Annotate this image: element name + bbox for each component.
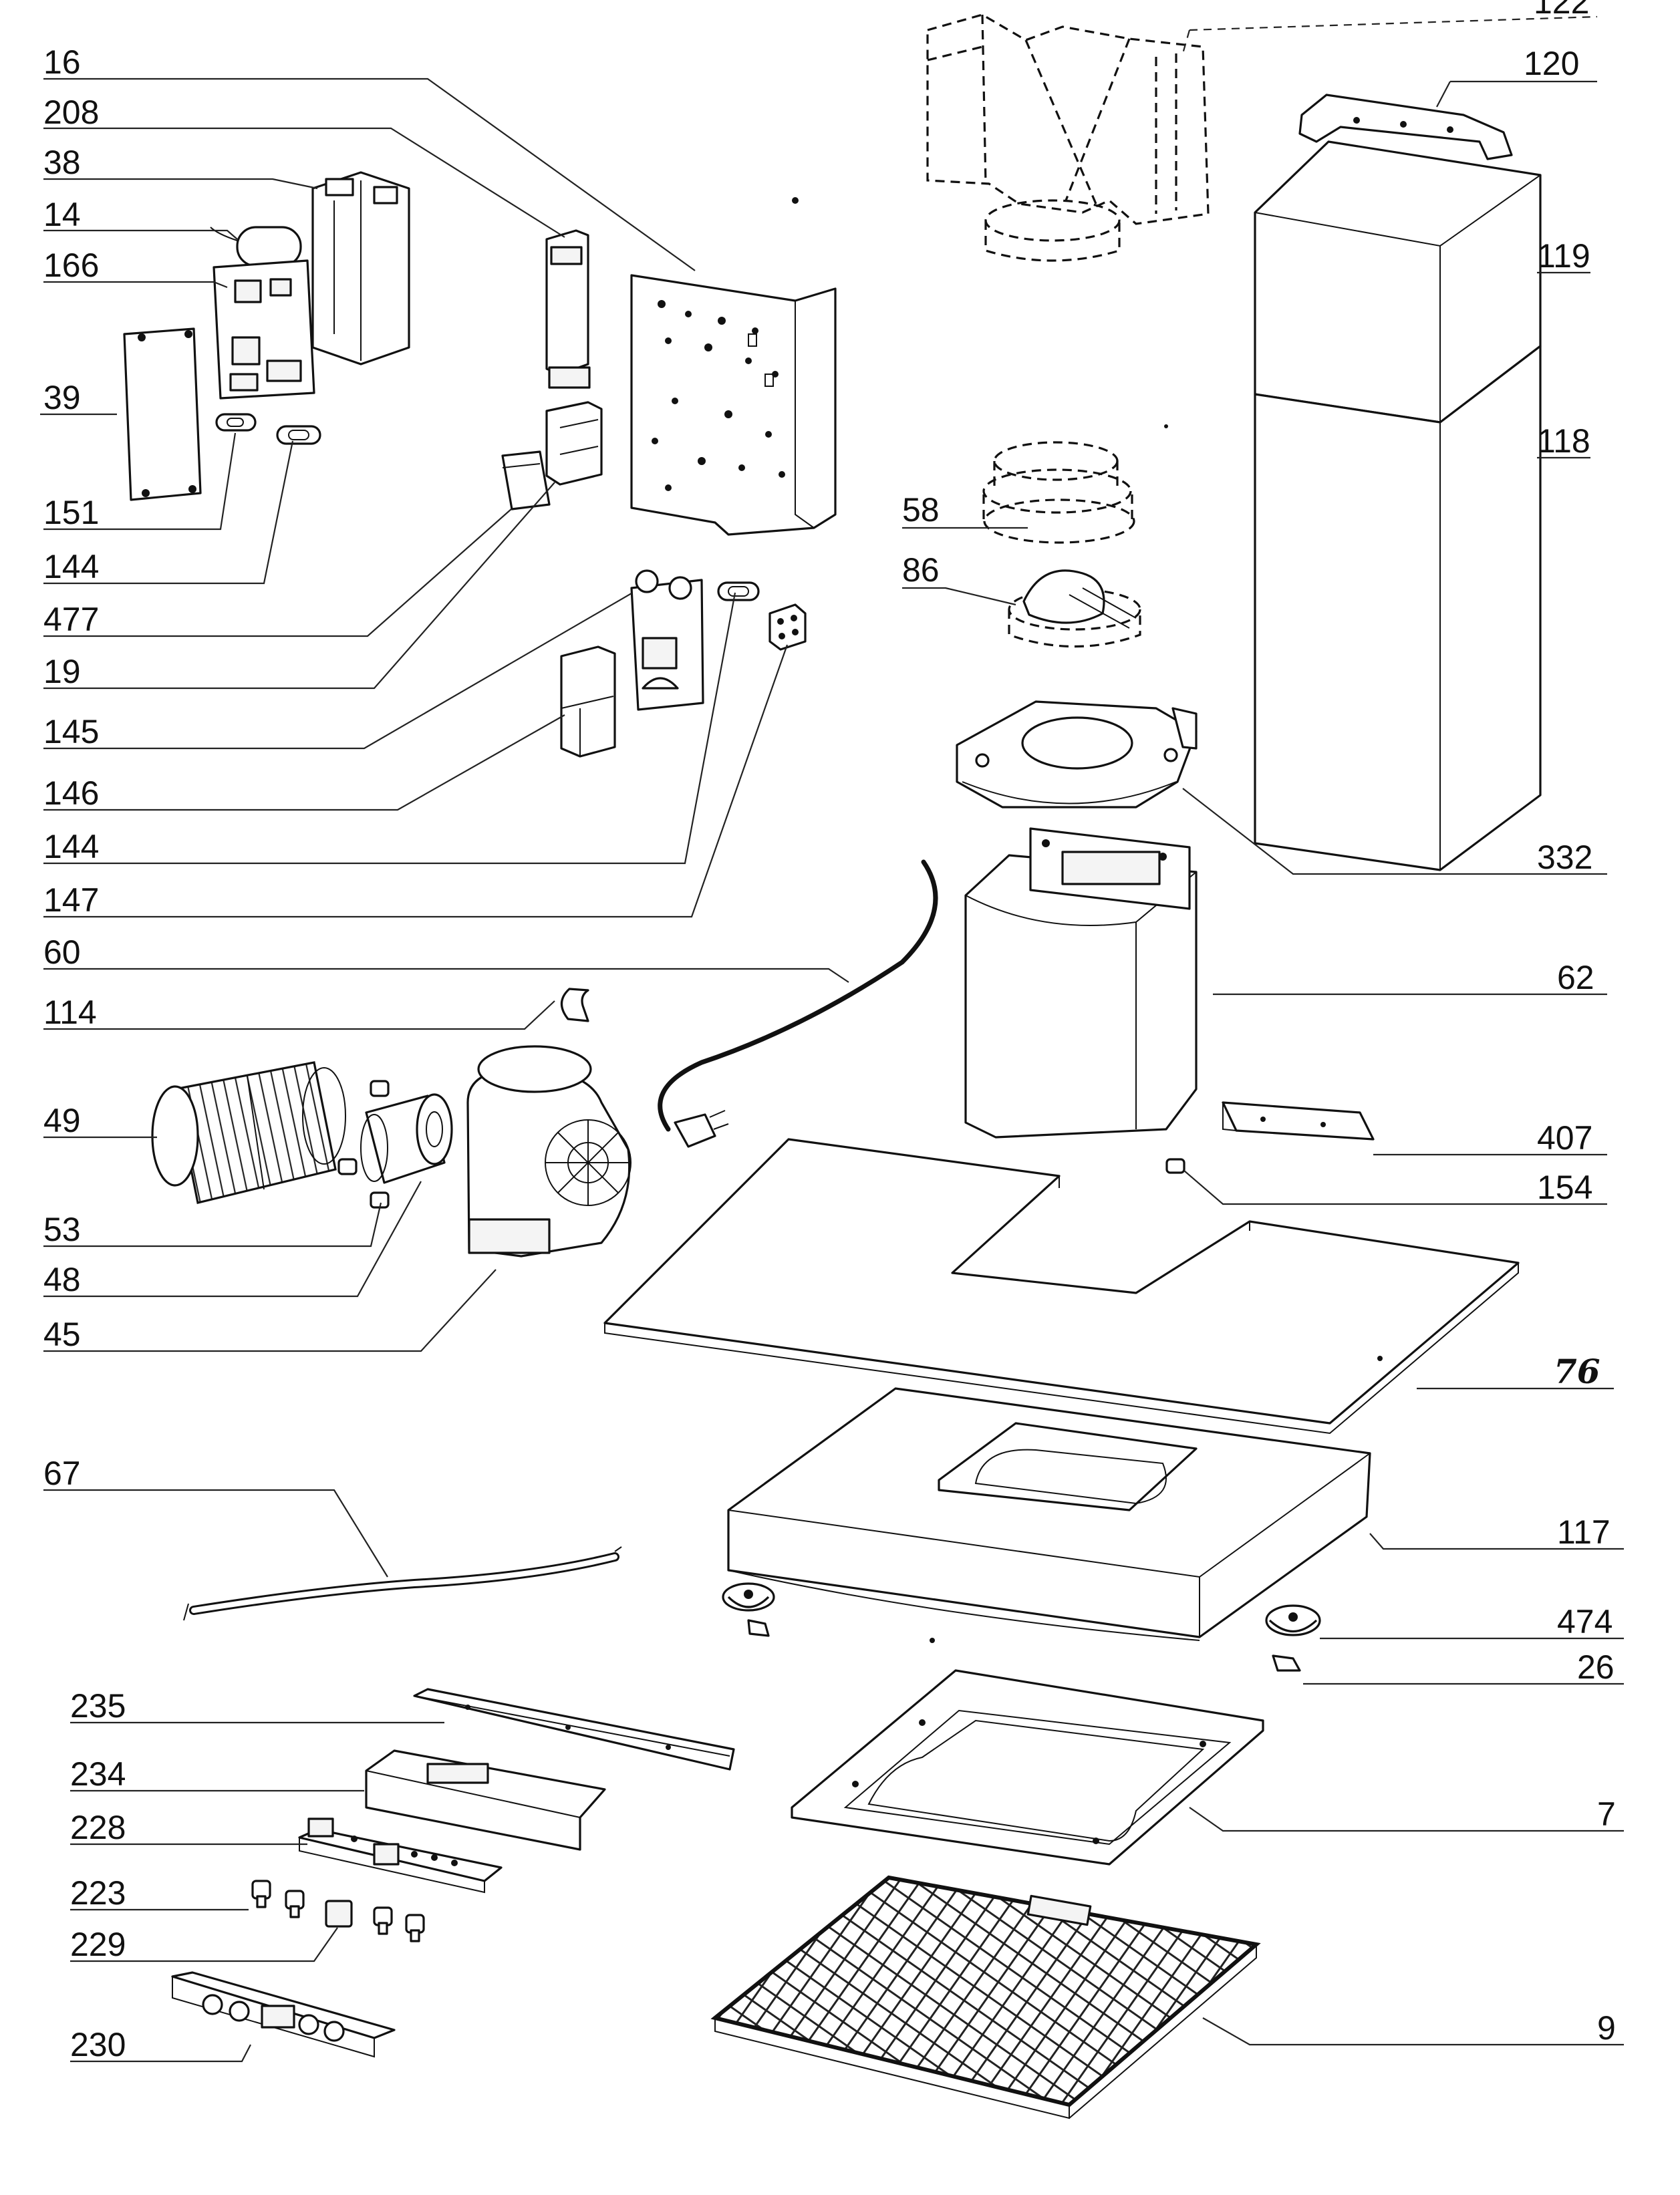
label-part-53: 53	[43, 1211, 81, 1248]
label-part-62: 62	[1557, 959, 1594, 996]
part-208-ballast	[545, 229, 591, 389]
label-part-407: 407	[1537, 1119, 1592, 1157]
label-part-144-upper: 144	[43, 548, 99, 585]
label-part-9: 9	[1597, 2009, 1616, 2047]
part-16-mounting-plate	[630, 274, 837, 536]
part-76-glass-canopy	[603, 1138, 1520, 1435]
part-122-duct-adapter	[926, 13, 1210, 262]
label-part-67: 67	[43, 1455, 81, 1492]
label-part-76: 76	[1554, 1352, 1600, 1391]
part-120-bracket	[1298, 94, 1513, 160]
label-part-147: 147	[43, 881, 99, 919]
label-part-45: 45	[43, 1316, 81, 1353]
part-166-control-board	[213, 259, 315, 400]
part-234-control-tray	[365, 1749, 606, 1851]
label-part-48: 48	[43, 1261, 81, 1298]
part-147-terminal-block	[768, 603, 807, 651]
label-part-114: 114	[43, 994, 97, 1031]
part-118-lower-chimney	[1254, 345, 1542, 871]
part-48-motor	[360, 1093, 453, 1184]
label-part-39: 39	[43, 379, 81, 416]
label-part-154: 154	[1537, 1169, 1592, 1206]
label-part-228: 228	[70, 1809, 126, 1846]
label-part-58: 58	[902, 491, 940, 529]
label-part-229: 229	[70, 1926, 126, 1963]
part-230-control-panel	[171, 1971, 396, 2058]
label-part-144-lower: 144	[43, 828, 99, 865]
part-146-junction-box	[560, 645, 616, 758]
label-part-235: 235	[70, 1687, 126, 1725]
part-7-filter-frame	[791, 1669, 1264, 1866]
part-45-blower-housing	[466, 1045, 632, 1258]
label-part-122: 122	[1534, 0, 1589, 21]
part-19-terminal-clip	[545, 401, 603, 486]
part-49-impeller	[151, 1061, 346, 1204]
label-part-166: 166	[43, 247, 99, 284]
part-154-screw	[1165, 1158, 1185, 1174]
part-58-flange-ring	[982, 441, 1135, 544]
label-part-16: 16	[43, 43, 81, 81]
leader-lines	[40, 15, 1624, 2063]
part-67-cable	[183, 1546, 622, 1621]
label-part-477: 477	[43, 601, 99, 638]
label-part-146: 146	[43, 774, 99, 812]
label-part-118: 118	[1537, 422, 1590, 460]
label-part-332: 332	[1537, 839, 1592, 876]
part-145-switch	[630, 569, 704, 711]
label-part-119: 119	[1537, 237, 1590, 275]
label-part-38: 38	[43, 144, 81, 181]
label-part-7: 7	[1597, 1795, 1616, 1833]
part-14-capacitor	[210, 226, 302, 267]
part-144-grommet-lower	[717, 581, 760, 601]
part-117-canopy-body	[727, 1387, 1371, 1641]
part-229-switch-cap	[325, 1900, 353, 1928]
part-39-cover-panel	[123, 327, 202, 501]
part-474-lamp-left	[722, 1582, 775, 1637]
label-part-145: 145	[43, 713, 99, 750]
part-144-grommet-upper	[276, 425, 321, 445]
label-part-26: 26	[1577, 1648, 1615, 1686]
label-part-14: 14	[43, 196, 81, 233]
part-60-power-cord	[658, 859, 938, 1148]
scan-dot	[1377, 1356, 1383, 1361]
label-part-230: 230	[70, 2026, 126, 2063]
part-62-plenum-box	[964, 827, 1198, 1139]
label-part-49: 49	[43, 1102, 81, 1139]
part-86-backdraft-damper	[1008, 569, 1141, 648]
part-38-housing	[311, 171, 410, 365]
label-part-208: 208	[43, 94, 99, 131]
part-151-grommet	[215, 413, 257, 432]
label-part-223: 223	[70, 1874, 126, 1912]
part-332-outlet-flange	[956, 700, 1198, 809]
label-part-234: 234	[70, 1755, 126, 1793]
scan-dot	[930, 1638, 935, 1643]
label-part-60: 60	[43, 933, 81, 971]
part-114-cable-clip	[560, 988, 589, 1022]
label-part-474: 474	[1557, 1603, 1613, 1640]
label-part-19: 19	[43, 653, 81, 690]
label-part-151: 151	[43, 494, 99, 531]
part-9-grease-filter	[710, 1875, 1261, 2119]
label-part-86: 86	[902, 551, 940, 589]
part-223-push-buttons	[251, 1880, 425, 1942]
scan-dot	[1164, 424, 1168, 428]
part-477-small-bracket	[501, 450, 551, 510]
part-26-bulb	[1272, 1654, 1301, 1672]
part-228-control-board	[298, 1817, 503, 1894]
label-part-120: 120	[1524, 45, 1579, 82]
label-part-117: 117	[1557, 1513, 1611, 1551]
part-474-lamp-right	[1265, 1604, 1321, 1636]
part-407-rail	[1222, 1101, 1375, 1141]
scan-dot	[792, 197, 799, 204]
part-235-rail	[413, 1688, 735, 1771]
